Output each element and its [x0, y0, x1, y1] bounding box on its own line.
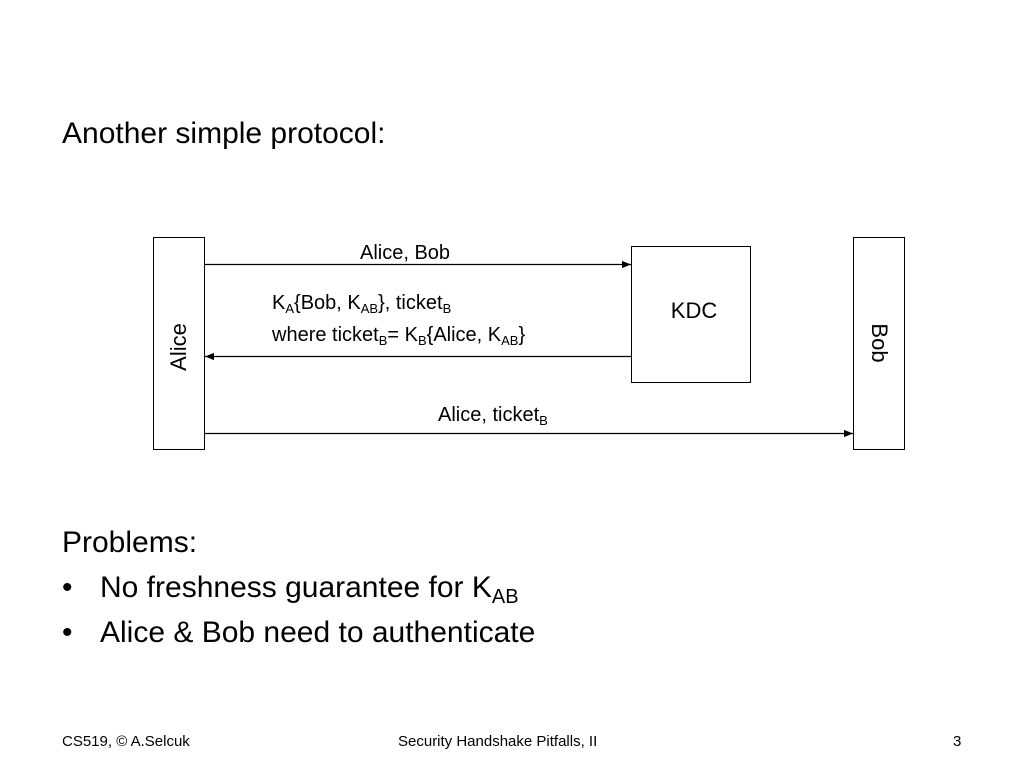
problem-item: • Alice & Bob need to authenticate [62, 610, 535, 655]
msg3-label: Alice, ticketB [438, 404, 548, 428]
problem-item-subscript: AB [491, 586, 519, 608]
slide-heading: Another simple protocol: [62, 117, 386, 150]
msg1-label: Alice, Bob [360, 242, 450, 264]
footer-title: Security Handshake Pitfalls, II [398, 733, 598, 750]
kdc-label: KDC [671, 298, 718, 323]
alice-box [153, 237, 205, 450]
problem-item-text: Alice & Bob need to authenticate [100, 616, 536, 649]
bob-label: Bob [867, 323, 892, 362]
problems-section: Problems: •No freshness guarantee for KA… [62, 520, 535, 655]
problems-title: Problems: [62, 526, 198, 559]
problem-item: • No freshness guarantee for KAB [62, 565, 535, 610]
bob-box [853, 237, 905, 450]
bullet-glyph: • [62, 616, 73, 649]
problem-item-text: No freshness guarantee for K [100, 571, 492, 604]
alice-label: Alice [166, 323, 191, 371]
msg2-line2: where ticketB= KB{Alice, KAB} [271, 324, 525, 348]
footer-page-number: 3 [953, 733, 962, 750]
footer-course: CS519, © A.Selcuk [62, 733, 190, 750]
bullet-glyph: • [62, 571, 73, 604]
kdc-box [631, 246, 751, 383]
msg2-line1: KA{Bob, KAB}, ticketB [272, 292, 451, 316]
